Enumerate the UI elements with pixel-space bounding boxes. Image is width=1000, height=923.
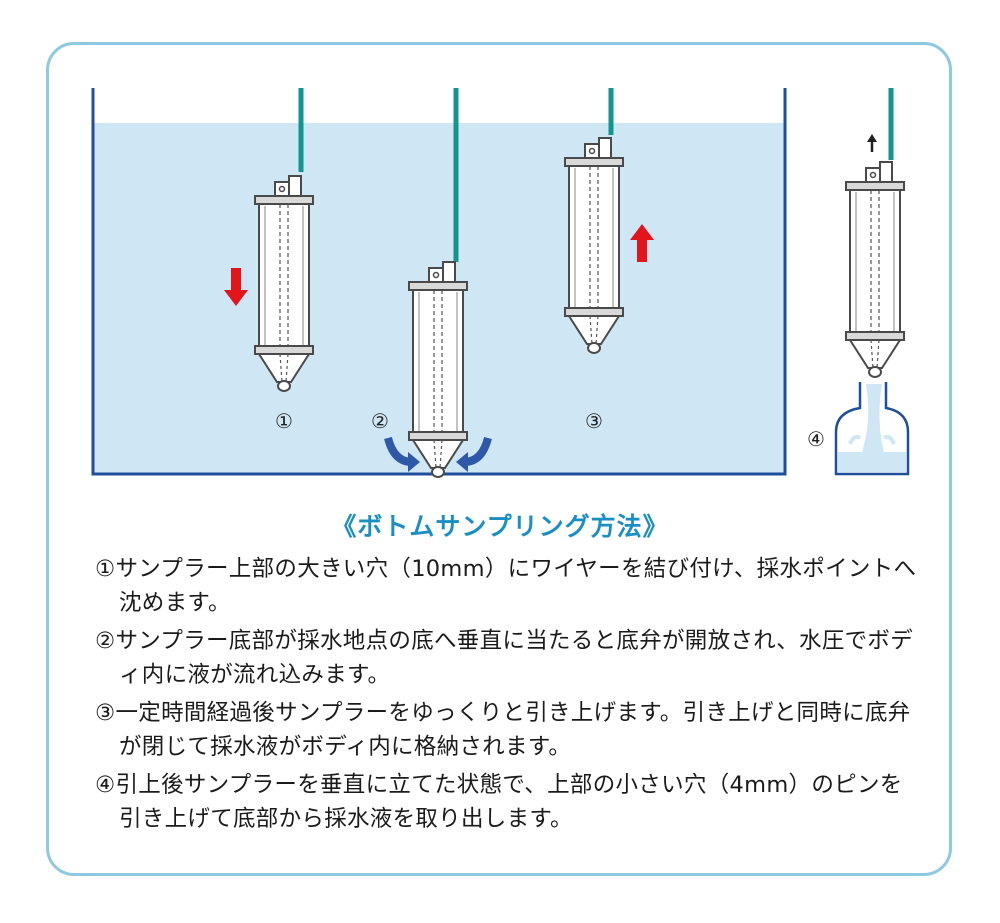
sampling-diagram: ① ② ③ ④ bbox=[91, 88, 910, 478]
step-label-4: ④ bbox=[807, 427, 825, 451]
lift-arrow-icon bbox=[867, 134, 877, 142]
down-arrow-icon bbox=[224, 268, 248, 306]
sampler-2 bbox=[408, 261, 468, 478]
inflow-arrow-icon bbox=[408, 452, 420, 472]
step-label-3: ③ bbox=[585, 409, 603, 433]
step-label-2: ② bbox=[371, 409, 389, 433]
step-4-text: ④引上後サンプラーを垂直に立てた状態で、上部の小さい穴（4mm）のピンを引き上げ… bbox=[95, 772, 903, 832]
splash bbox=[882, 434, 896, 445]
sampler-3 bbox=[564, 137, 624, 354]
step-label-1: ① bbox=[275, 409, 293, 433]
bottle-liquid bbox=[838, 452, 906, 472]
pour-stream bbox=[862, 384, 884, 452]
inflow-arrow-icon bbox=[456, 452, 468, 472]
method-title: 《ボトムサンプリング方法》 bbox=[331, 512, 669, 541]
step-1-text: ①サンプラー上部の大きい穴（10mm）にワイヤーを結び付け、採水ポイントへ沈めま… bbox=[95, 556, 917, 616]
up-arrow-icon bbox=[630, 224, 654, 262]
method-steps: ①サンプラー上部の大きい穴（10mm）にワイヤーを結び付け、採水ポイントへ沈めま… bbox=[95, 552, 925, 840]
splash bbox=[848, 434, 862, 445]
step-2-text: ②サンプラー底部が採水地点の底へ垂直に当たると底弁が開放され、水圧でボディ内に液… bbox=[95, 628, 914, 688]
step-3-text: ③一定時間経過後サンプラーをゆっくりと引き上げます。引き上げと同時に底弁が閉じて… bbox=[95, 700, 911, 760]
sampler-1 bbox=[254, 175, 314, 392]
sampler-4 bbox=[845, 161, 905, 378]
